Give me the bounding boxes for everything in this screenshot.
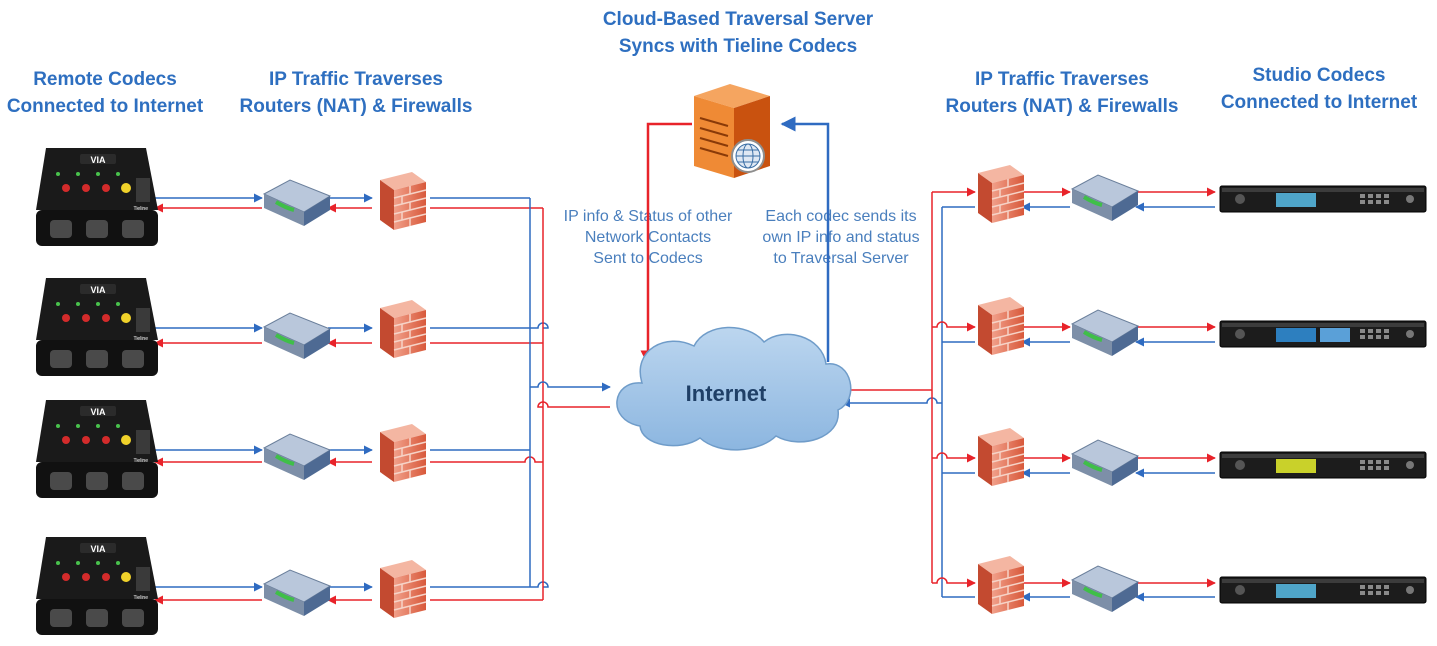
rack-codec-icon <box>1219 185 1427 213</box>
firewall-icon <box>380 300 427 358</box>
router-icon <box>1070 565 1140 612</box>
heading-server-line1: Cloud-Based Traversal Server <box>602 9 874 30</box>
codec-label: VIA <box>90 544 106 554</box>
heading-traverse-right-line1: IP Traffic Traverses <box>975 69 1149 90</box>
note-to-server-line3: to Traversal Server <box>773 250 909 267</box>
router-icon <box>262 569 332 616</box>
left-links <box>154 193 611 605</box>
firewall-icon <box>380 424 427 482</box>
codec-icon: VIA Tieline <box>36 400 158 498</box>
heading-traversal-server: Cloud-Based Traversal Server Syncs with … <box>588 6 888 60</box>
device-icons <box>262 165 1427 618</box>
note-to-server-line1: Each codec sends its <box>765 208 917 225</box>
router-icon <box>1070 174 1140 221</box>
heading-studio-line2: Connected to Internet <box>1220 92 1418 113</box>
codec-icon: VIA Tieline <box>36 537 158 635</box>
note-to-server-line2: own IP info and status <box>762 229 920 246</box>
heading-traverse-left-line2: Routers (NAT) & Firewalls <box>239 96 473 117</box>
codec-icon: VIA Tieline <box>36 278 158 376</box>
firewall-icon <box>380 172 427 230</box>
router-icon <box>1070 439 1140 486</box>
rack-codec-icon <box>1219 451 1427 479</box>
rack-codec-icon <box>1219 576 1427 604</box>
router-icon <box>262 179 332 226</box>
codec-brand: Tieline <box>133 458 148 464</box>
router-icon <box>262 312 332 359</box>
codec-brand: Tieline <box>133 206 148 212</box>
router-icon <box>1070 309 1140 356</box>
heading-studio-line1: Studio Codecs <box>1252 65 1386 86</box>
codec-brand: Tieline <box>133 595 148 601</box>
codec-label: VIA <box>90 155 106 165</box>
heading-traverse-right: IP Traffic Traverses Routers (NAT) & Fir… <box>934 66 1190 120</box>
heading-traverse-right-line2: Routers (NAT) & Firewalls <box>945 96 1179 117</box>
right-links <box>836 187 1216 602</box>
heading-traverse-left: IP Traffic Traverses Routers (NAT) & Fir… <box>228 66 484 120</box>
firewall-icon <box>978 165 1025 223</box>
router-icon <box>262 433 332 480</box>
firewall-icon <box>978 556 1025 614</box>
codec-icon: VIA Tieline <box>36 148 158 246</box>
cloud-icon <box>616 326 852 451</box>
rack-codec-icon <box>1219 320 1427 348</box>
heading-remote-line2: Connected to Internet <box>6 96 204 117</box>
globe-icon <box>731 139 765 173</box>
heading-remote-line1: Remote Codecs <box>33 69 177 90</box>
internet-label: Internet <box>686 381 767 406</box>
firewall-icon <box>380 560 427 618</box>
note-sent-to-server: Each codec sends its own IP info and sta… <box>748 206 934 269</box>
heading-traverse-left-line1: IP Traffic Traverses <box>269 69 443 90</box>
heading-server-line2: Syncs with Tieline Codecs <box>618 36 858 57</box>
firewall-icon <box>978 428 1025 486</box>
heading-remote-codecs: Remote Codecs Connected to Internet <box>0 66 210 120</box>
heading-studio-codecs: Studio Codecs Connected to Internet <box>1206 62 1432 116</box>
codec-brand: Tieline <box>133 336 148 342</box>
firewall-icon <box>978 297 1025 355</box>
codec-label: VIA <box>90 407 106 417</box>
codec-label: VIA <box>90 285 106 295</box>
server-links <box>640 116 830 366</box>
